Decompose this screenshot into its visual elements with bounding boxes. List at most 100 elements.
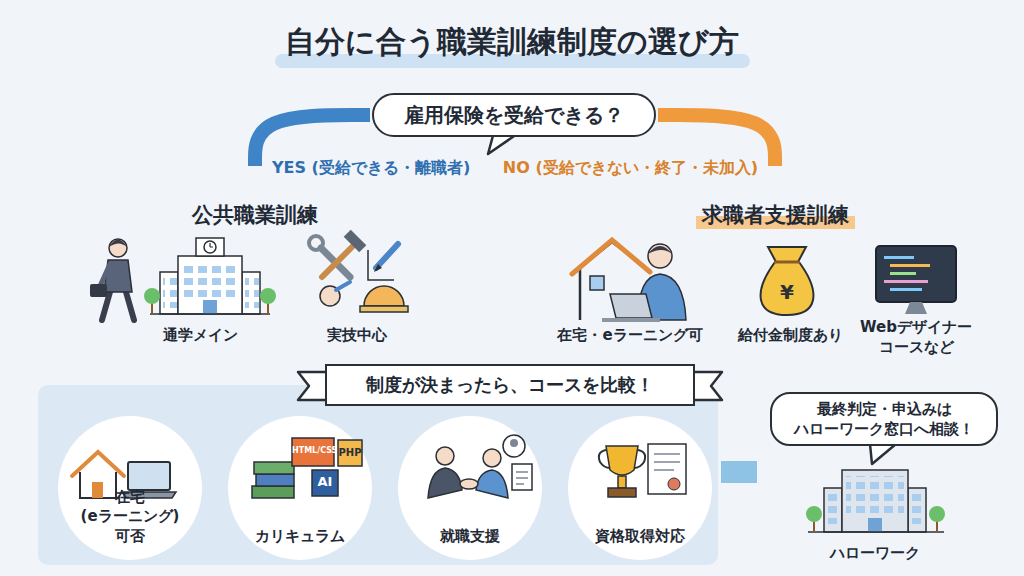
tree xyxy=(806,506,822,522)
code-line xyxy=(890,288,922,291)
trophy-stem xyxy=(618,476,626,488)
door xyxy=(92,482,103,498)
money-bag xyxy=(761,247,814,315)
callout-bubble: 最終判定・申込みは ハローワーク窓口へ相談！ xyxy=(770,392,998,446)
circle-ground xyxy=(58,416,202,560)
laptop-screen xyxy=(128,462,170,490)
code-line xyxy=(884,280,928,283)
comparison-panel: 制度が決まったら、コースを比較！在宅 (eラーニング) 可否カリキュラム就職支援… xyxy=(38,385,718,565)
tools-icon xyxy=(309,230,408,312)
roof xyxy=(72,452,124,476)
person xyxy=(428,468,462,498)
criteria-text: 就職支援 xyxy=(406,527,534,547)
school-building xyxy=(144,238,276,314)
criteria-circle: 就職支援 xyxy=(398,416,542,560)
roof xyxy=(572,240,650,274)
hammer-handle xyxy=(322,247,352,277)
trophy-certificate-icon xyxy=(599,444,686,497)
hands xyxy=(460,479,478,489)
office-building xyxy=(806,470,945,532)
cert-lines xyxy=(654,454,680,470)
heading-text: 求職者支援訓練 xyxy=(696,201,855,229)
code-line xyxy=(890,264,930,267)
windows xyxy=(846,476,904,516)
callout-text: 最終判定・申込みは ハローワーク窓口へ相談！ xyxy=(784,399,984,440)
person xyxy=(476,470,508,498)
ribbon-tail xyxy=(693,372,722,400)
clock xyxy=(204,241,216,253)
feature-label: Webデザイナー コースなど xyxy=(848,318,984,357)
tree xyxy=(144,288,160,304)
pencil xyxy=(376,244,398,268)
code-line xyxy=(890,272,916,275)
door xyxy=(868,518,882,532)
ground xyxy=(808,531,944,533)
document xyxy=(512,464,532,490)
wing xyxy=(908,488,926,532)
currency-symbol: ¥ xyxy=(772,279,802,305)
feature-label: 実技中心 xyxy=(297,326,417,346)
curriculum-icon xyxy=(252,438,362,498)
program-heading: 求職者支援訓練 xyxy=(680,198,870,232)
window xyxy=(590,276,604,290)
office-label: ハローワーク xyxy=(830,544,920,563)
hair xyxy=(109,240,127,248)
criteria-text: 資格取得対応 xyxy=(576,527,704,547)
arm xyxy=(100,264,110,286)
ai-doc xyxy=(312,470,338,496)
protractor xyxy=(364,286,404,306)
criteria-text: 在宅 (eラーニング) 可否 xyxy=(66,488,194,547)
head xyxy=(648,244,672,268)
wing xyxy=(824,488,842,532)
icon-text: PHP xyxy=(338,446,362,459)
trophy-cup xyxy=(606,446,638,475)
bag-neck xyxy=(768,247,806,262)
program-heading: 公共職業訓練 xyxy=(170,198,340,232)
brush xyxy=(336,282,350,290)
flow-arrow xyxy=(721,461,757,483)
icon-text: HTML/CSS xyxy=(292,446,334,456)
monitor-icon xyxy=(876,246,956,314)
legs xyxy=(102,292,134,320)
html-doc xyxy=(292,438,334,466)
head xyxy=(436,447,454,465)
profile xyxy=(503,435,525,457)
seal xyxy=(668,478,680,490)
question-text: 雇用保険を受給できる？ xyxy=(404,102,624,129)
decision-bubble: 雇用保険を受給できる？ xyxy=(372,93,656,137)
ground xyxy=(150,313,270,315)
screen xyxy=(876,246,956,302)
criteria-text: カリキュラム xyxy=(236,527,364,547)
house xyxy=(80,472,116,498)
wing xyxy=(160,272,178,314)
circle-ground xyxy=(398,416,542,560)
profile-head xyxy=(510,439,518,447)
bag xyxy=(761,262,814,315)
windows xyxy=(827,494,841,524)
criteria-circle: カリキュラム xyxy=(228,416,372,560)
doc-lines xyxy=(516,472,528,484)
edge-label: YES (受給できる・離職者) xyxy=(272,158,502,179)
main-block xyxy=(178,256,242,314)
edge-label: NO (受給できない・終了・未加入) xyxy=(496,158,758,179)
criteria-circle: 資格取得対応 xyxy=(568,416,712,560)
wing xyxy=(242,272,260,314)
windows xyxy=(163,278,177,308)
tower xyxy=(196,238,224,256)
main-block xyxy=(842,470,908,532)
windows xyxy=(245,278,259,308)
bag-tie xyxy=(774,261,800,264)
laptop xyxy=(610,294,652,318)
laptop-base xyxy=(602,318,660,322)
trophy-handles xyxy=(599,450,645,468)
tree xyxy=(260,288,276,304)
banner-text: 制度が決まったら、コースを比較！ xyxy=(325,364,695,406)
head xyxy=(483,449,501,467)
panel-ground xyxy=(38,385,718,565)
book xyxy=(254,462,294,474)
feature-label: 給付金制度あり xyxy=(722,326,858,346)
hammer-head xyxy=(344,230,367,253)
